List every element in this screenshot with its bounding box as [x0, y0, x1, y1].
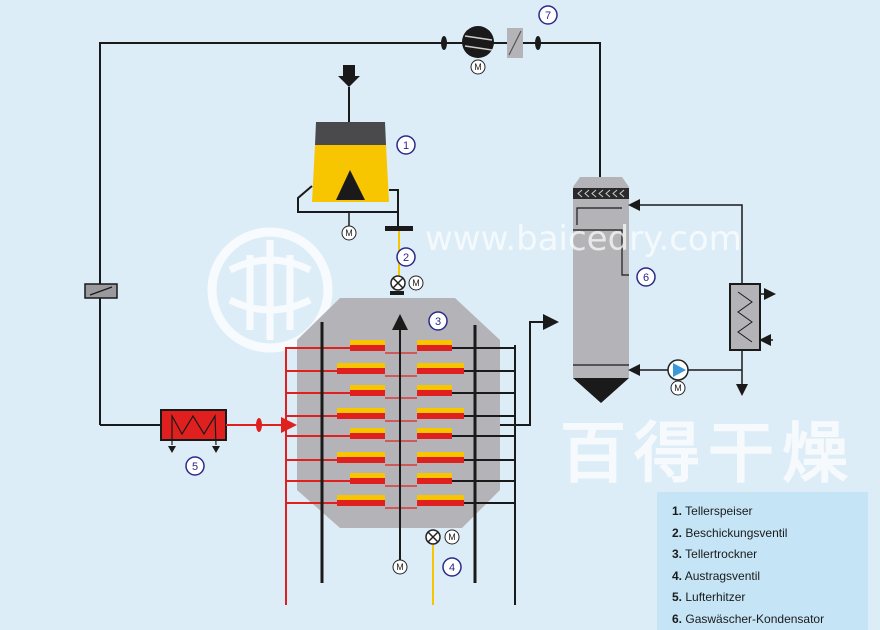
feed-valve-icon: [390, 275, 406, 291]
tray-product: [417, 363, 464, 368]
legend-item: 2. Beschickungsventil: [672, 526, 787, 540]
feeder-motor-icon: M: [341, 225, 357, 241]
svg-text:6: 6: [643, 272, 649, 284]
legend-number: 1.: [672, 504, 683, 518]
flange-icon: [535, 36, 541, 50]
heating-tray: [417, 433, 452, 439]
legend-label: Tellerspeiser: [685, 504, 753, 518]
heating-tray: [350, 390, 385, 396]
heating-tray: [337, 500, 385, 506]
svg-text:M: M: [345, 228, 353, 238]
legend-number: 5.: [672, 590, 683, 605]
tray-product: [350, 428, 385, 433]
legend-item: 6. Gaswäscher-Kondensator: [672, 612, 824, 626]
legend-label: Gaswäscher-Kondensator: [685, 612, 825, 626]
plate-feeder: [297, 65, 399, 227]
tray-product: [417, 428, 452, 433]
bubble-1: 1: [396, 135, 416, 155]
legend-label: Lufterhitzer: [685, 590, 746, 605]
heating-tray: [417, 368, 464, 374]
tray-product: [417, 473, 452, 478]
bubble-4: 4: [442, 557, 462, 577]
heating-tray: [350, 345, 385, 351]
tray-product: [417, 452, 464, 457]
svg-text:1: 1: [403, 140, 409, 152]
heating-tray: [350, 478, 385, 484]
bubble-7: 7: [538, 5, 558, 25]
watermark-logo: [207, 227, 333, 353]
legend-number: 6.: [672, 612, 683, 626]
air-loop-line: [99, 42, 601, 426]
svg-text:M: M: [448, 532, 456, 542]
heating-tray: [417, 413, 464, 419]
bubble-6: 6: [636, 267, 656, 287]
center-motor-icon: M: [392, 559, 408, 575]
bubble-2: 2: [396, 247, 416, 267]
bubble-5: 5: [185, 456, 205, 476]
legend-label: Beschickungsventil: [685, 525, 788, 540]
tray-product: [337, 408, 385, 413]
plate-dryer-body: [297, 298, 500, 528]
tray-product: [350, 340, 385, 345]
feed-valve-bar: [385, 226, 413, 231]
svg-text:3: 3: [435, 316, 441, 328]
heating-tray: [337, 413, 385, 419]
legend-number: 3.: [672, 547, 683, 562]
feed-valve-motor-icon: M: [408, 275, 424, 291]
heating-tray: [417, 478, 452, 484]
heating-tray: [350, 433, 385, 439]
tray-product: [350, 385, 385, 390]
legend-label: Tellertrockner: [685, 547, 758, 562]
heating-tray: [337, 368, 385, 374]
fan-icon: [462, 26, 494, 58]
tray-product: [337, 452, 385, 457]
pump-motor-icon: M: [670, 380, 686, 396]
watermark-url: www.baicedry.com: [425, 219, 742, 259]
tray-product: [350, 473, 385, 478]
fan-motor-icon: M: [470, 59, 486, 75]
legend-item: 3. Tellertrockner: [672, 547, 757, 561]
heating-tray: [417, 500, 464, 506]
dryer-trays: [286, 340, 515, 509]
legend-number: 2.: [672, 525, 683, 540]
flange-icon: [441, 36, 447, 50]
tray-product: [417, 385, 452, 390]
legend-item: 1. Tellerspeiser: [672, 504, 753, 518]
svg-text:M: M: [474, 62, 482, 72]
svg-text:M: M: [396, 562, 404, 572]
watermark-chinese: 百得干燥: [560, 414, 856, 492]
svg-text:5: 5: [192, 461, 198, 473]
heating-tray: [417, 457, 464, 463]
tray-product: [417, 408, 464, 413]
pump-icon: [667, 359, 689, 381]
legend-number: 4.: [672, 568, 683, 583]
heating-tray: [337, 457, 385, 463]
svg-text:M: M: [674, 383, 682, 393]
air-heater: [160, 409, 227, 453]
heating-tray: [417, 345, 452, 351]
svg-text:M: M: [412, 278, 420, 288]
svg-text:7: 7: [545, 10, 551, 22]
svg-text:4: 4: [449, 562, 455, 574]
heating-tray: [417, 390, 452, 396]
tray-product: [337, 363, 385, 368]
legend-item: 4. Austragsventil: [672, 569, 760, 583]
svg-text:2: 2: [403, 252, 409, 264]
bubble-3: 3: [428, 311, 448, 331]
scrubber-condenser: [573, 177, 629, 403]
legend-item: 5. Lufterhitzer: [672, 590, 745, 604]
discharge-valve-icon: [425, 529, 441, 545]
cooler: [729, 283, 761, 351]
tray-product: [337, 495, 385, 500]
dryer-shafts: [320, 314, 559, 605]
tray-product: [417, 495, 464, 500]
tray-product: [417, 340, 452, 345]
discharge-motor-icon: M: [444, 529, 460, 545]
legend-label: Austragsventil: [684, 568, 761, 583]
demister-chevrons: [577, 189, 625, 198]
